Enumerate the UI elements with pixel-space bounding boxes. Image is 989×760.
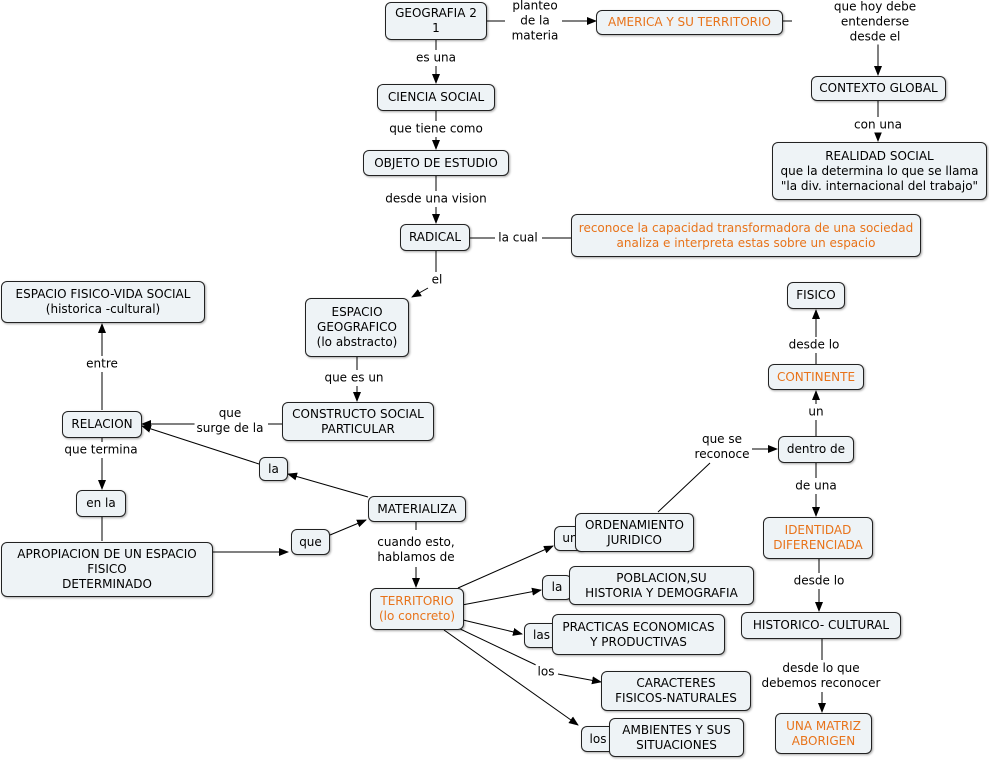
node-que[interactable]: que [291,529,330,555]
node-apropiacion[interactable]: APROPIACION DE UN ESPACIO FISICO DETERMI… [1,542,213,597]
node-poblacion[interactable]: POBLACION,SU HISTORIA Y DEMOGRAFIA [569,566,754,605]
node-historico-cultural[interactable]: HISTORICO- CULTURAL [741,612,901,639]
label-es-una: es una [413,50,459,66]
label-que-surge: que surge de la [194,406,266,436]
label-planteo: planteo de la materia [509,0,561,44]
label-la-cual: la cual [496,230,540,246]
node-relacion[interactable]: RELACION [62,411,142,438]
node-realidad-social[interactable]: REALIDAD SOCIAL que la determina lo que … [772,142,987,200]
node-radical[interactable]: RADICAL [400,224,470,251]
node-reconoce[interactable]: reconoce la capacidad transformadora de … [571,214,921,257]
node-territorio[interactable]: TERRITORIO (lo concreto) [370,588,464,630]
label-con-una: con una [852,117,904,133]
label-desde-lo-2: desde lo [791,573,847,589]
node-dentro-de[interactable]: dentro de [778,436,854,463]
node-espacio-geografico[interactable]: ESPACIO GEOGRAFICO (lo abstracto) [305,298,409,357]
node-contexto-global[interactable]: CONTEXTO GLOBAL [811,76,946,101]
node-continente[interactable]: CONTINENTE [768,364,864,390]
node-matriz-aborigen[interactable]: UNA MATRIZ ABORIGEN [775,713,872,754]
label-que-se-reconoce: que se reconoce [692,432,752,462]
label-entre: entre [84,356,120,372]
node-america[interactable]: AMERICA Y SU TERRITORIO [596,10,783,35]
node-en-la[interactable]: en la [76,490,126,517]
node-geografia[interactable]: GEOGRAFIA 2 1 [385,2,487,40]
node-caracteres[interactable]: CARACTERES FISICOS-NATURALES [601,671,751,711]
node-ciencia-social[interactable]: CIENCIA SOCIAL [377,84,495,111]
label-de-una: de una [793,478,839,494]
label-los: los [535,664,557,680]
node-objeto-estudio[interactable]: OBJETO DE ESTUDIO [363,150,509,176]
label-que-es-un: que es un [322,370,386,386]
node-ordenamiento-juridico[interactable]: ORDENAMIENTO JURIDICO [575,513,694,552]
label-que-termina: que termina [62,442,140,458]
label-cuando: cuando esto, hablamos de [375,535,457,565]
node-constructo-social[interactable]: CONSTRUCTO SOCIAL PARTICULAR [282,402,434,441]
label-que-hoy: que hoy debe entenderse desde el [818,0,932,45]
node-materializa[interactable]: MATERIALIZA [368,496,466,522]
label-que-tiene: que tiene como [387,121,485,137]
label-el: el [429,272,445,288]
node-fisico[interactable]: FISICO [787,282,845,309]
node-la[interactable]: la [259,457,288,481]
node-identidad[interactable]: IDENTIDAD DIFERENCIADA [763,517,873,559]
label-desde-vision: desde una vision [383,191,489,207]
node-la-2[interactable]: la [542,575,572,600]
label-un: un [806,404,826,420]
node-espacio-fisico-vida-social[interactable]: ESPACIO FISICO-VIDA SOCIAL (historica -c… [1,281,205,323]
label-desde-lo-que: desde lo que debemos reconocer [759,661,883,691]
node-practicas-economicas[interactable]: PRACTICAS ECONOMICAS Y PRODUCTIVAS [552,614,725,655]
node-ambientes[interactable]: AMBIENTES Y SUS SITUACIONES [609,718,744,757]
label-desde-lo: desde lo [786,337,842,353]
